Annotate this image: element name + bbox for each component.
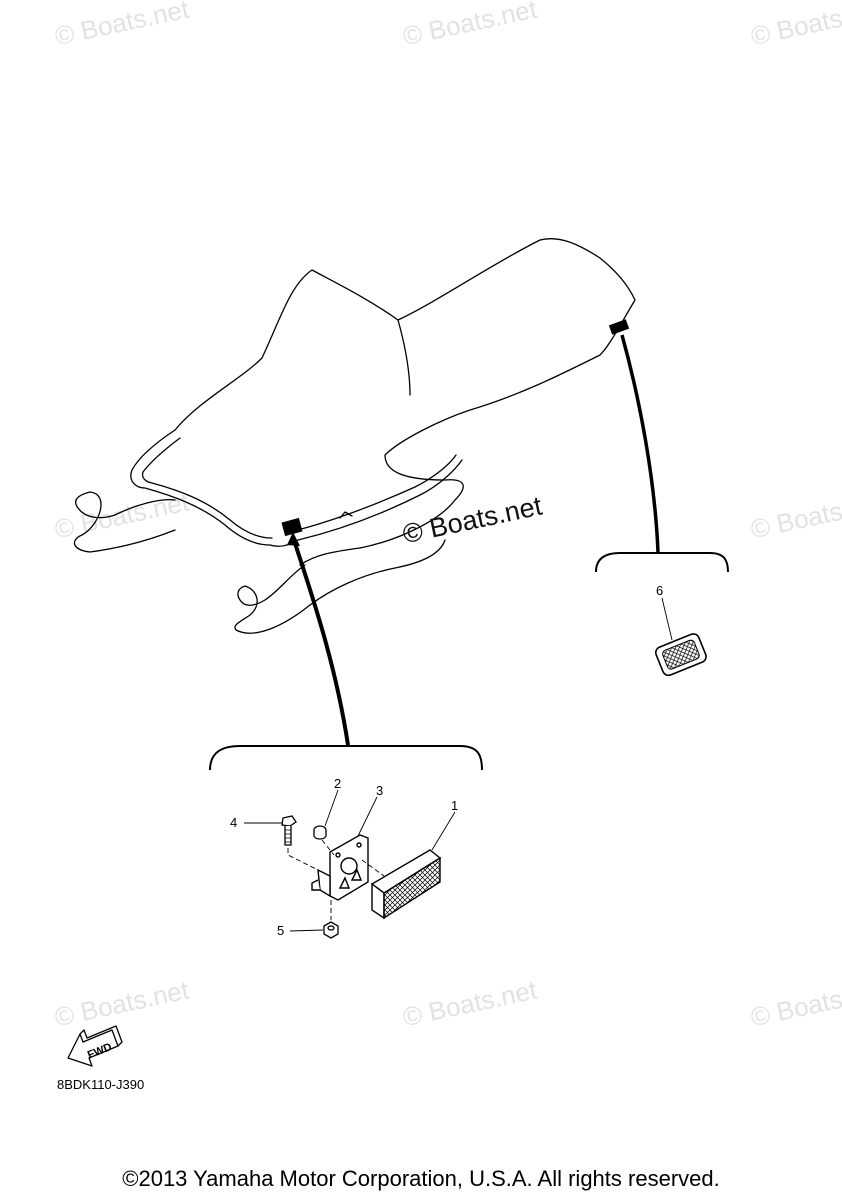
- callout-3-line: [357, 796, 378, 837]
- assembly-line-nut-top: [321, 839, 335, 856]
- part-5-nut: [323, 921, 339, 939]
- part-3-bracket: [311, 834, 369, 901]
- windshield-line: [397, 319, 411, 396]
- bottom-bracket: [209, 745, 483, 771]
- callout-4: 4: [230, 815, 238, 830]
- ski-upper: [73, 491, 176, 553]
- copyright-notice: ©2013 Yamaha Motor Corporation, U.S.A. A…: [122, 1166, 720, 1191]
- part-6-reflector: [654, 633, 707, 677]
- part-2-nut: [313, 825, 327, 840]
- assembly-line-reflector: [361, 859, 385, 877]
- snowmobile-body-outline: [174, 238, 636, 566]
- part-1-reflector: [370, 849, 442, 920]
- side-rail: [297, 459, 463, 541]
- assembly-line-bolt: [287, 848, 319, 871]
- rear-leader-line: [620, 334, 660, 553]
- callout-1-line: [431, 811, 456, 851]
- front-leader-arrow: [287, 532, 300, 546]
- part-4-bolt: [281, 815, 297, 846]
- front-bumper-rail-inner: [141, 437, 273, 539]
- right-bracket: [595, 552, 729, 573]
- ski-lower: [234, 539, 446, 634]
- callout-1: 1: [451, 798, 459, 813]
- front-leader-line: [291, 536, 350, 746]
- front-label-mark: [281, 517, 303, 537]
- side-rail-inner: [289, 454, 457, 533]
- fwd-arrow-icon: FWD: [67, 1025, 123, 1067]
- rail-tab: [339, 511, 353, 519]
- callout-5: 5: [277, 923, 285, 938]
- front-bumper-rail: [130, 429, 299, 547]
- callout-2: 2: [334, 776, 342, 791]
- rear-label-mark: [608, 319, 630, 335]
- callout-2-line: [324, 789, 339, 827]
- callout-6: 6: [656, 583, 664, 598]
- callout-5-line: [289, 929, 324, 932]
- callout-6-line: [661, 597, 673, 641]
- callout-3: 3: [376, 783, 384, 798]
- part-code: 8BDK110-J390: [57, 1077, 145, 1092]
